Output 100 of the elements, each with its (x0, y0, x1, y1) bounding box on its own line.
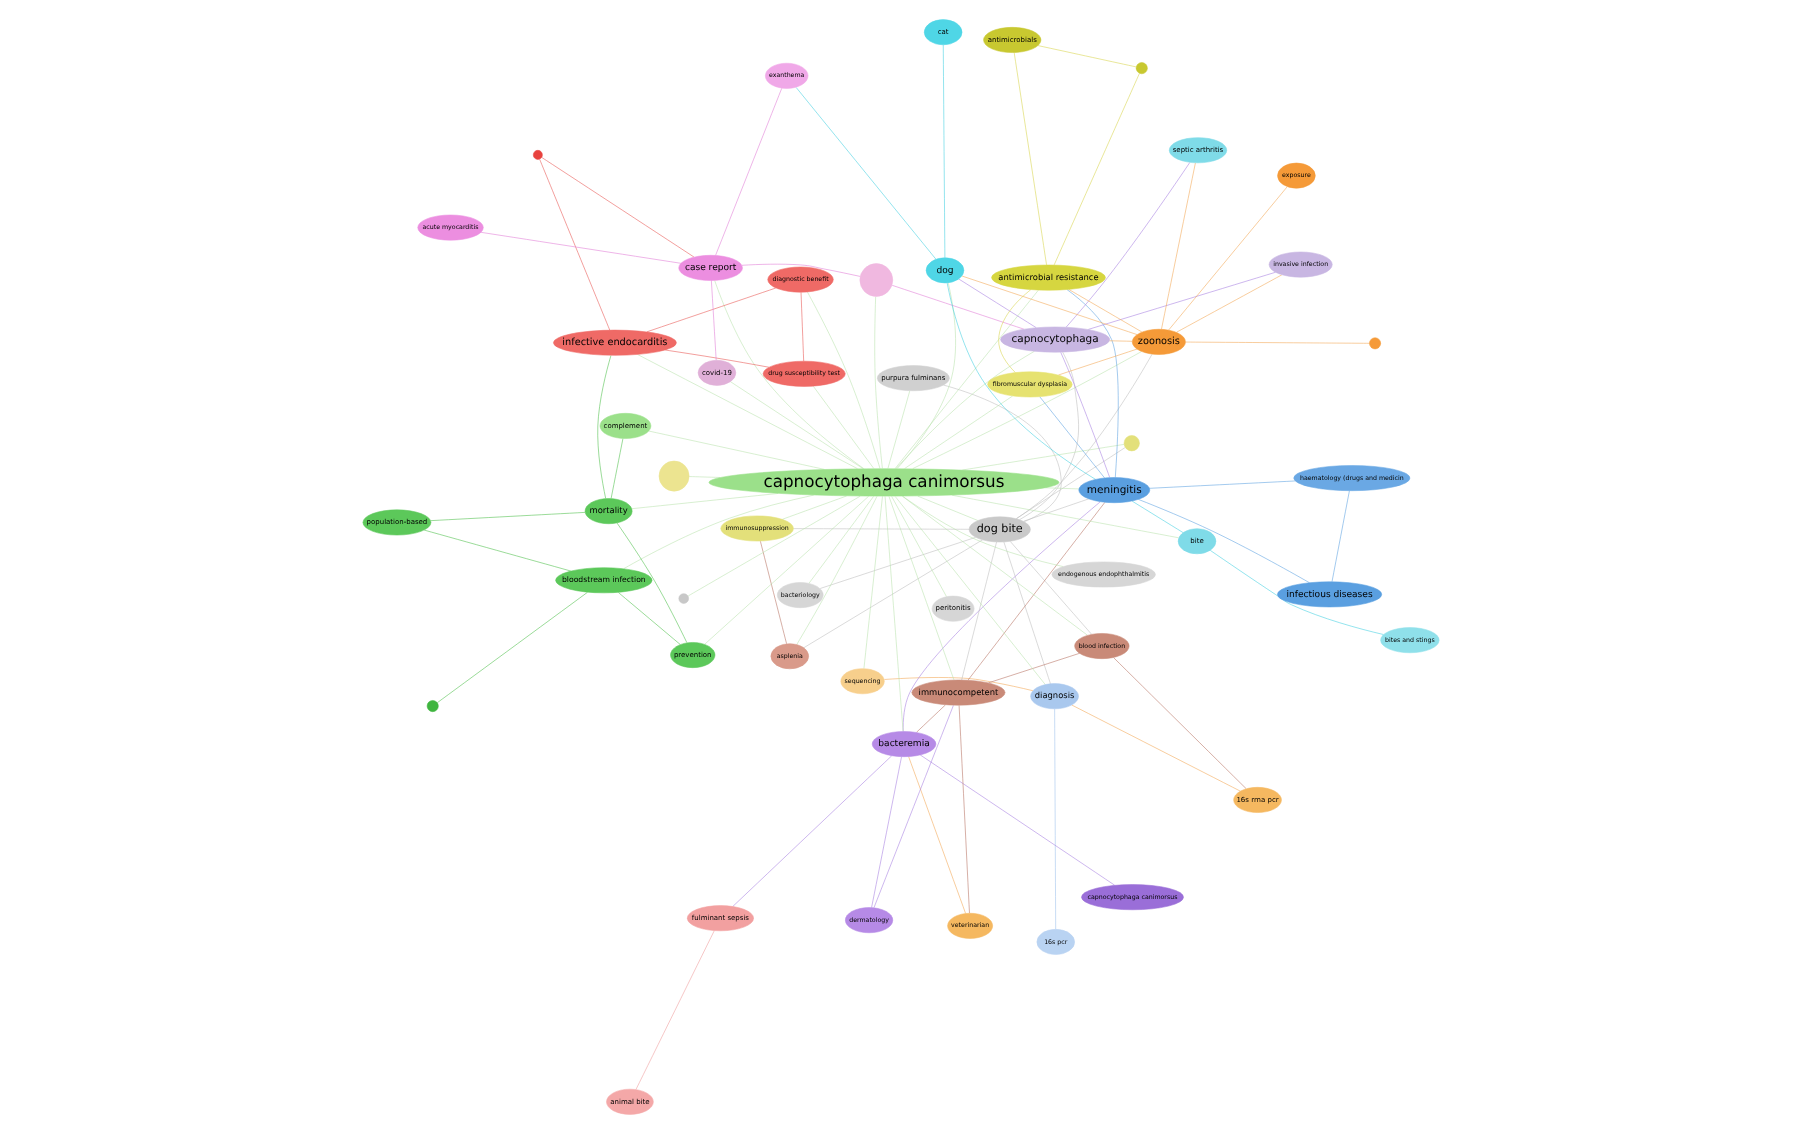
connector (1086, 271, 1275, 330)
connector (759, 540, 786, 645)
connector (883, 495, 903, 732)
connector (950, 494, 1178, 539)
connector (729, 381, 863, 469)
connector (961, 444, 1124, 471)
connector (645, 287, 776, 333)
connector (862, 496, 882, 669)
connector (942, 384, 1061, 523)
connector (1053, 708, 1056, 930)
connector (945, 282, 1095, 480)
connector (1022, 498, 1089, 522)
connector (915, 704, 945, 733)
connector (807, 496, 873, 584)
node-circle (657, 460, 689, 492)
connector (538, 159, 610, 331)
connector (1065, 289, 1118, 478)
connector (792, 528, 969, 530)
connector (894, 350, 1034, 469)
connector (901, 501, 1100, 732)
connector (818, 537, 976, 589)
connector (960, 275, 1137, 335)
connector (957, 278, 1036, 328)
connector (1167, 186, 1287, 331)
connector (636, 354, 857, 469)
connector (630, 493, 778, 510)
connector (1038, 396, 1104, 479)
node-circle (677, 593, 688, 604)
connector (997, 289, 1031, 373)
connector (799, 292, 804, 362)
node-circle (425, 700, 438, 712)
connector (890, 284, 1024, 330)
connector (873, 296, 882, 469)
connector (714, 87, 782, 256)
connector (941, 44, 945, 258)
connector (886, 390, 910, 469)
connector (1059, 351, 1109, 478)
connector (1014, 447, 1125, 519)
connector (901, 495, 1087, 636)
connector (422, 529, 571, 572)
connector (1160, 162, 1195, 330)
connector (1057, 348, 1137, 376)
connector (916, 495, 978, 521)
connector (479, 231, 681, 264)
connector (647, 430, 824, 470)
connector (1002, 541, 1050, 685)
connector (435, 592, 587, 704)
connector (911, 351, 1141, 469)
connector (1064, 162, 1190, 328)
connector (617, 592, 680, 645)
connector (429, 512, 585, 521)
connector (901, 495, 1063, 567)
connector (710, 280, 716, 361)
connector (1070, 704, 1240, 792)
connector (687, 476, 720, 478)
connector (1112, 657, 1246, 789)
connector (802, 539, 982, 648)
connector (896, 282, 955, 469)
connector (1067, 289, 1142, 333)
connector (1012, 52, 1046, 266)
connector (1130, 500, 1183, 533)
connector (781, 495, 846, 520)
connector (1108, 340, 1132, 342)
connector (795, 496, 877, 645)
connector (663, 349, 769, 368)
node-circle (1368, 337, 1380, 350)
connector (1175, 274, 1282, 333)
connector (596, 355, 611, 499)
connector (1137, 499, 1309, 584)
connector (615, 522, 687, 643)
connector (893, 289, 1038, 469)
connector (731, 755, 892, 907)
connector (703, 495, 868, 645)
connector (887, 496, 954, 681)
connector (686, 495, 860, 597)
connector (987, 652, 1079, 684)
connector (870, 756, 901, 908)
connector (893, 496, 1045, 685)
connector (806, 291, 880, 469)
connector (1052, 73, 1139, 266)
connector (1330, 490, 1349, 583)
connector (907, 756, 965, 914)
connector (634, 930, 714, 1090)
connector (890, 496, 946, 598)
connector (1184, 341, 1369, 344)
connector (960, 541, 996, 681)
connector (609, 438, 623, 499)
connector (903, 395, 1012, 469)
connector (957, 705, 969, 914)
node-circle (532, 150, 542, 160)
connector (1036, 45, 1136, 68)
connector (918, 754, 1114, 886)
connector (740, 263, 860, 277)
connector (812, 386, 874, 469)
connector (540, 157, 694, 258)
node-circle (1122, 435, 1139, 452)
connector (1008, 541, 1091, 635)
connector (713, 280, 864, 469)
node-circle (1134, 62, 1147, 74)
connector (1044, 487, 1079, 490)
